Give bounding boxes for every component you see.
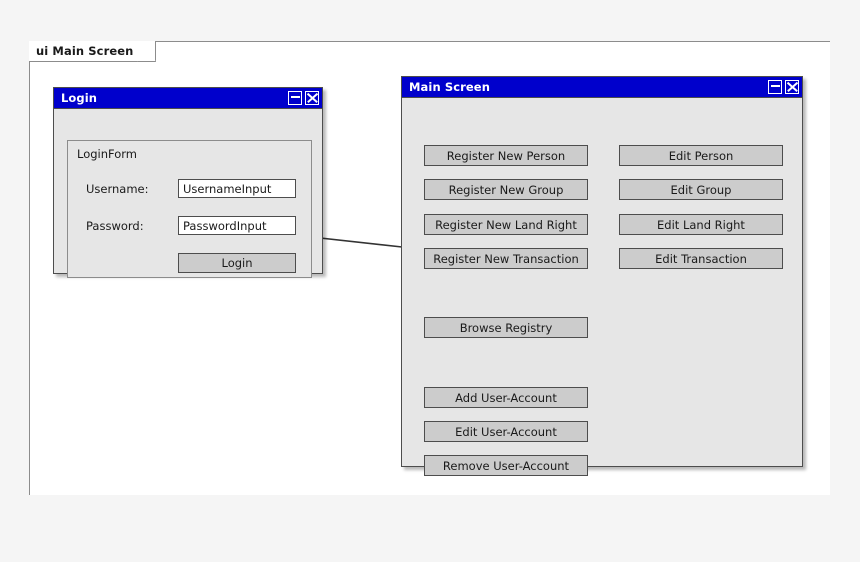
username-label: Username: [86,181,149,196]
login-button[interactable]: Login [178,253,296,273]
uml-frame-tab: ui Main Screen [29,41,157,62]
close-icon[interactable] [785,80,799,94]
login-form-title: LoginForm [77,147,137,161]
login-titlebar: Login [54,88,322,109]
uml-frame-label: ui Main Screen [36,44,134,58]
minimize-icon[interactable] [288,91,302,105]
login-window: Login LoginForm Username: UsernameInput … [53,87,323,278]
username-row: Username: UsernameInput [86,179,296,198]
main-titlebar: Main Screen [402,77,802,98]
minimize-icon[interactable] [768,80,782,94]
login-window-body: LoginForm Username: UsernameInput Passwo… [54,109,322,278]
edit-person-button[interactable]: Edit Person [619,145,783,166]
register-new-transaction-button[interactable]: Register New Transaction [424,248,588,269]
register-new-group-button[interactable]: Register New Group [424,179,588,200]
edit-land-right-button[interactable]: Edit Land Right [619,214,783,235]
main-screen-window: Main Screen Register New Person Register… [401,76,803,476]
remove-user-account-button[interactable]: Remove User-Account [424,455,588,476]
add-user-account-button[interactable]: Add User-Account [424,387,588,408]
browse-registry-button[interactable]: Browse Registry [424,317,588,338]
login-titlebar-buttons [288,91,319,105]
main-window-title: Main Screen [409,80,490,94]
register-new-land-right-button[interactable]: Register New Land Right [424,214,588,235]
edit-group-button[interactable]: Edit Group [619,179,783,200]
login-window-title: Login [61,91,98,105]
password-row: Password: PasswordInput [86,216,296,235]
close-icon[interactable] [305,91,319,105]
register-new-person-button[interactable]: Register New Person [424,145,588,166]
password-input[interactable]: PasswordInput [178,216,296,235]
edit-user-account-button[interactable]: Edit User-Account [424,421,588,442]
main-screen-body: Register New Person Register New Group R… [402,98,802,476]
edit-transaction-button[interactable]: Edit Transaction [619,248,783,269]
main-titlebar-buttons [768,80,799,94]
username-input[interactable]: UsernameInput [178,179,296,198]
password-label: Password: [86,218,144,233]
login-form-groupbox: LoginForm Username: UsernameInput Passwo… [67,140,312,278]
